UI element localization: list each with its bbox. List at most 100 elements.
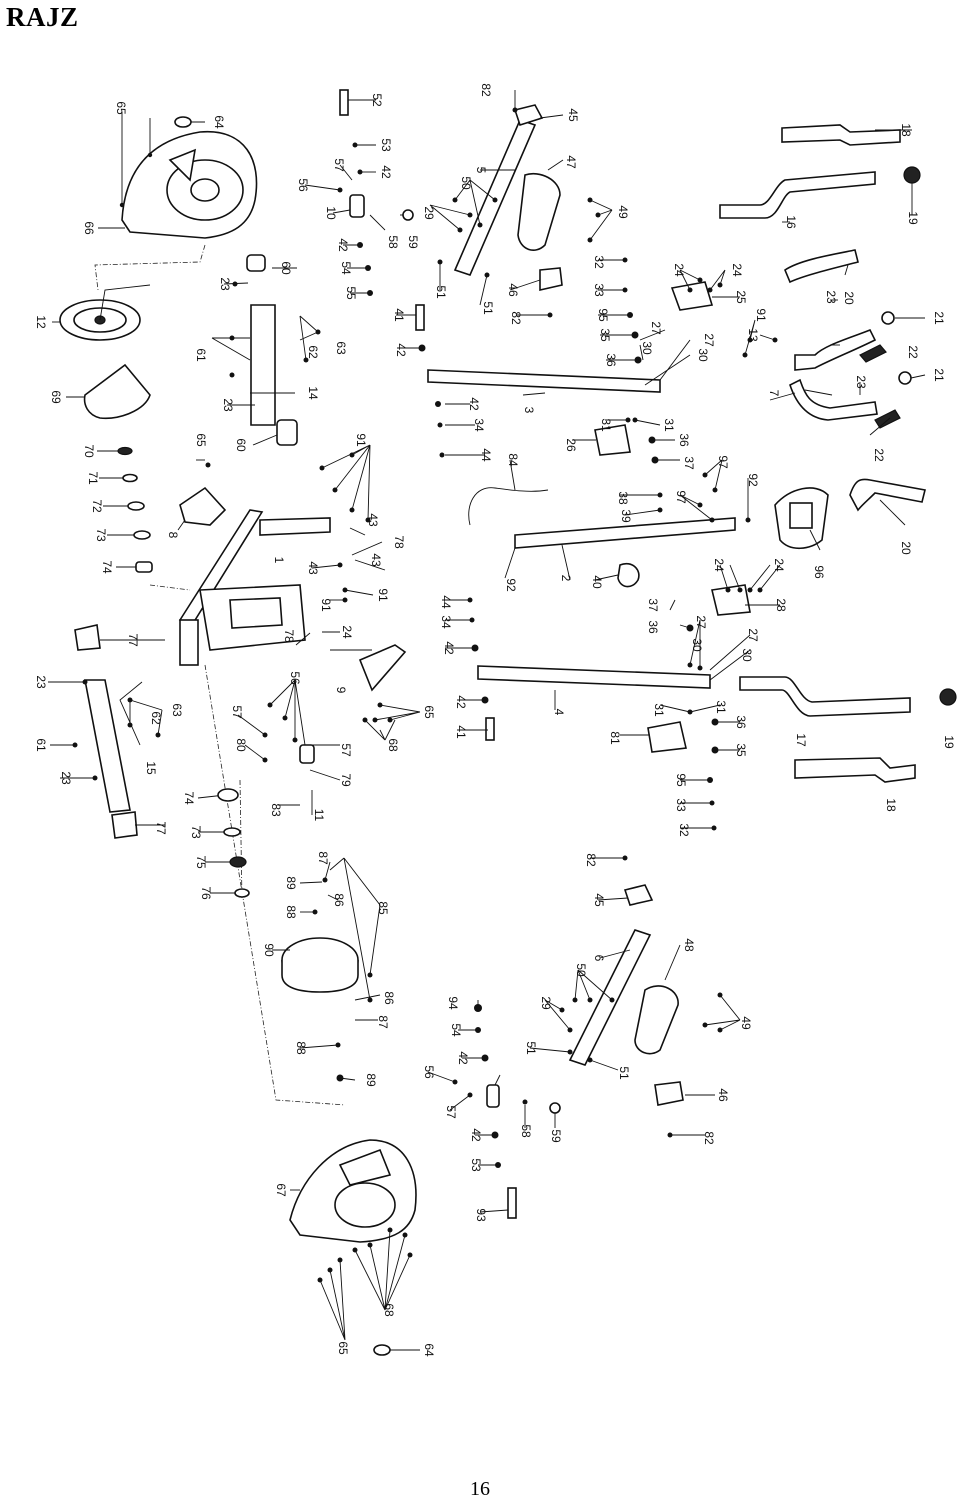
part-label-30-4: 30	[740, 648, 754, 662]
part-label-10: 10	[324, 206, 338, 220]
part-label-22-2: 22	[872, 448, 886, 462]
part-label-44: 44	[479, 448, 493, 462]
part-label-51-4: 51	[617, 1066, 631, 1080]
pulley-wheel	[59, 284, 151, 341]
part-label-42-6: 42	[454, 695, 468, 709]
linkage-bar-upper	[427, 369, 661, 393]
part-label-21: 21	[932, 311, 946, 325]
drive-belt	[83, 363, 151, 420]
part-label-43-3: 43	[306, 561, 320, 575]
part-label-43: 43	[366, 513, 380, 527]
part-label-83: 83	[269, 803, 283, 817]
part-label-39: 39	[619, 509, 633, 523]
part-label-65-2: 65	[194, 433, 208, 447]
part-label-91: 91	[354, 433, 368, 447]
part-label-36-4: 36	[734, 715, 748, 729]
part-label-23-3: 23	[824, 290, 838, 304]
part-label-50-2: 50	[574, 963, 588, 977]
part-label-14: 14	[306, 386, 320, 400]
part-label-70: 70	[82, 444, 96, 458]
part-label-95-2: 95	[674, 773, 688, 787]
page-header: RAJZ	[6, 2, 79, 32]
part-label-64-2: 64	[422, 1343, 436, 1357]
part-label-47: 47	[564, 155, 578, 169]
part-label-51-3: 51	[524, 1041, 538, 1055]
part-label-68: 68	[386, 738, 400, 752]
part-label-30: 30	[640, 341, 654, 355]
part-label-71: 71	[86, 471, 100, 485]
part-label-89: 89	[284, 876, 298, 890]
part-label-86: 86	[332, 893, 346, 907]
pedal-arm-upper	[453, 104, 563, 292]
diagram-artwork	[48, 89, 957, 1356]
part-label-63-2: 63	[170, 703, 184, 717]
part-label-25: 25	[734, 290, 748, 304]
part-label-93: 93	[474, 1208, 488, 1222]
part-label-31-4: 31	[714, 700, 728, 714]
part-label-65-4: 65	[336, 1341, 350, 1355]
part-label-42-3: 42	[394, 343, 408, 357]
part-label-24-4: 24	[712, 558, 726, 572]
pedal-arm-lower	[568, 884, 684, 1106]
part-label-81: 81	[608, 731, 622, 745]
linkage-bar-lower	[477, 665, 711, 689]
part-label-91-4: 91	[754, 308, 768, 322]
part-label-23-4: 23	[854, 375, 868, 389]
part-label-33-2: 33	[674, 798, 688, 812]
part-label-86-2: 86	[382, 991, 396, 1005]
part-label-19: 19	[906, 211, 920, 225]
part-label-36: 36	[604, 353, 618, 367]
part-label-57-2: 57	[230, 705, 244, 719]
page-number: 16	[470, 1478, 490, 1500]
axle-shafts	[339, 89, 517, 1219]
part-label-23: 23	[218, 277, 232, 291]
part-label-79: 79	[339, 773, 353, 787]
part-label-52: 52	[370, 93, 384, 107]
part-label-51-2: 51	[481, 301, 495, 315]
part-label-72: 72	[90, 499, 104, 513]
part-label-87-2: 87	[376, 1015, 390, 1029]
part-label-57-4: 57	[444, 1105, 458, 1119]
part-label-82-3: 82	[584, 853, 598, 867]
part-label-61: 61	[194, 348, 208, 362]
part-label-31-3: 31	[652, 703, 666, 717]
part-label-24-2: 24	[730, 263, 744, 277]
part-label-36-3: 36	[646, 620, 660, 634]
part-label-96: 96	[812, 565, 826, 579]
console-mast	[514, 517, 736, 588]
part-label-53: 53	[379, 138, 393, 152]
part-label-54: 54	[339, 261, 353, 275]
handlebars	[719, 124, 957, 783]
front-cover-small	[179, 486, 227, 526]
part-label-59-2: 59	[549, 1129, 563, 1143]
part-label-61-2: 61	[34, 738, 48, 752]
part-label-29: 29	[422, 206, 436, 220]
part-label-60: 60	[279, 261, 293, 275]
part-label-23-5: 23	[34, 675, 48, 689]
part-label-24: 24	[672, 263, 686, 277]
part-label-30-3: 30	[690, 638, 704, 652]
part-label-7: 7	[767, 390, 781, 397]
part-label-21-2: 21	[932, 368, 946, 382]
part-label-56-3: 56	[422, 1065, 436, 1079]
part-label-20: 20	[842, 291, 856, 305]
part-label-27-2: 27	[702, 333, 716, 347]
part-label-40: 40	[590, 575, 604, 589]
part-label-62-2: 62	[149, 711, 163, 725]
part-label-35-2: 35	[734, 743, 748, 757]
part-label-22: 22	[906, 345, 920, 359]
part-label-46: 46	[506, 283, 520, 297]
rear-stabilizer	[74, 624, 138, 839]
part-label-65-3: 65	[422, 705, 436, 719]
part-label-63: 63	[334, 341, 348, 355]
part-label-74-2: 74	[182, 791, 196, 805]
part-label-90: 90	[262, 943, 276, 957]
part-label-43-2: 43	[369, 553, 383, 567]
part-label-44-2: 44	[439, 595, 453, 609]
part-label-31-2: 31	[662, 418, 676, 432]
part-label-60-2: 60	[234, 438, 248, 452]
part-label-55: 55	[344, 286, 358, 300]
assembly-guide-line	[149, 584, 191, 591]
part-label-51: 51	[434, 285, 448, 299]
